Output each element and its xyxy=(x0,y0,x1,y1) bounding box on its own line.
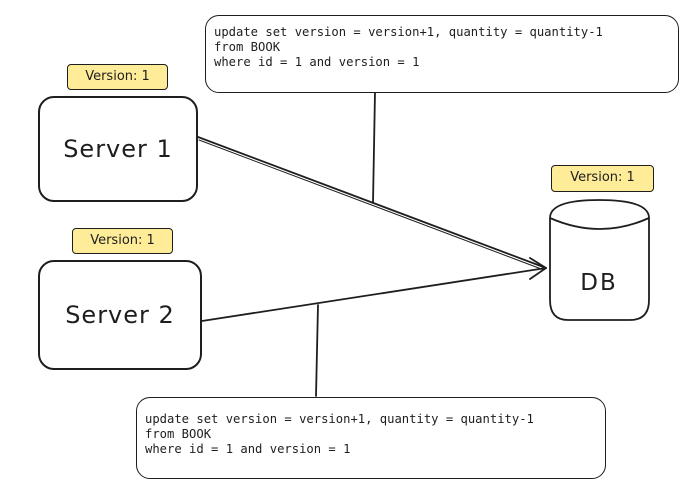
db-label: DB xyxy=(580,270,618,296)
connector-top-note xyxy=(372,91,376,204)
server2-box: Server 2 xyxy=(38,260,202,370)
arrow-server2-to-db xyxy=(201,267,547,322)
server1-box: Server 1 xyxy=(38,96,198,202)
arrowhead-db xyxy=(529,257,547,280)
server1-label: Server 1 xyxy=(63,135,173,163)
top-sql-note: update set version = version+1, quantity… xyxy=(205,15,679,93)
connector-bottom-note xyxy=(315,304,319,397)
top-note-line-2: from BOOK xyxy=(214,40,281,54)
server2-version-badge: Version: 1 xyxy=(72,228,173,254)
arrow-server1-to-db-sketch xyxy=(198,139,545,271)
database-cylinder xyxy=(549,199,650,321)
top-note-line-3: where id = 1 and version = 1 xyxy=(214,55,420,69)
bottom-note-line-3: where id = 1 and version = 1 xyxy=(145,442,351,456)
bottom-sql-note: update set version = version+1, quantity… xyxy=(136,397,606,479)
server2-label: Server 2 xyxy=(65,301,175,329)
bottom-note-line-1: update set version = version+1, quantity… xyxy=(145,412,534,426)
top-note-line-1: update set version = version+1, quantity… xyxy=(214,25,603,39)
server1-version-badge: Version: 1 xyxy=(67,64,168,90)
arrow-server1-to-db xyxy=(197,136,547,269)
bottom-note-line-2: from BOOK xyxy=(145,427,212,441)
db-version-badge: Version: 1 xyxy=(551,165,654,192)
